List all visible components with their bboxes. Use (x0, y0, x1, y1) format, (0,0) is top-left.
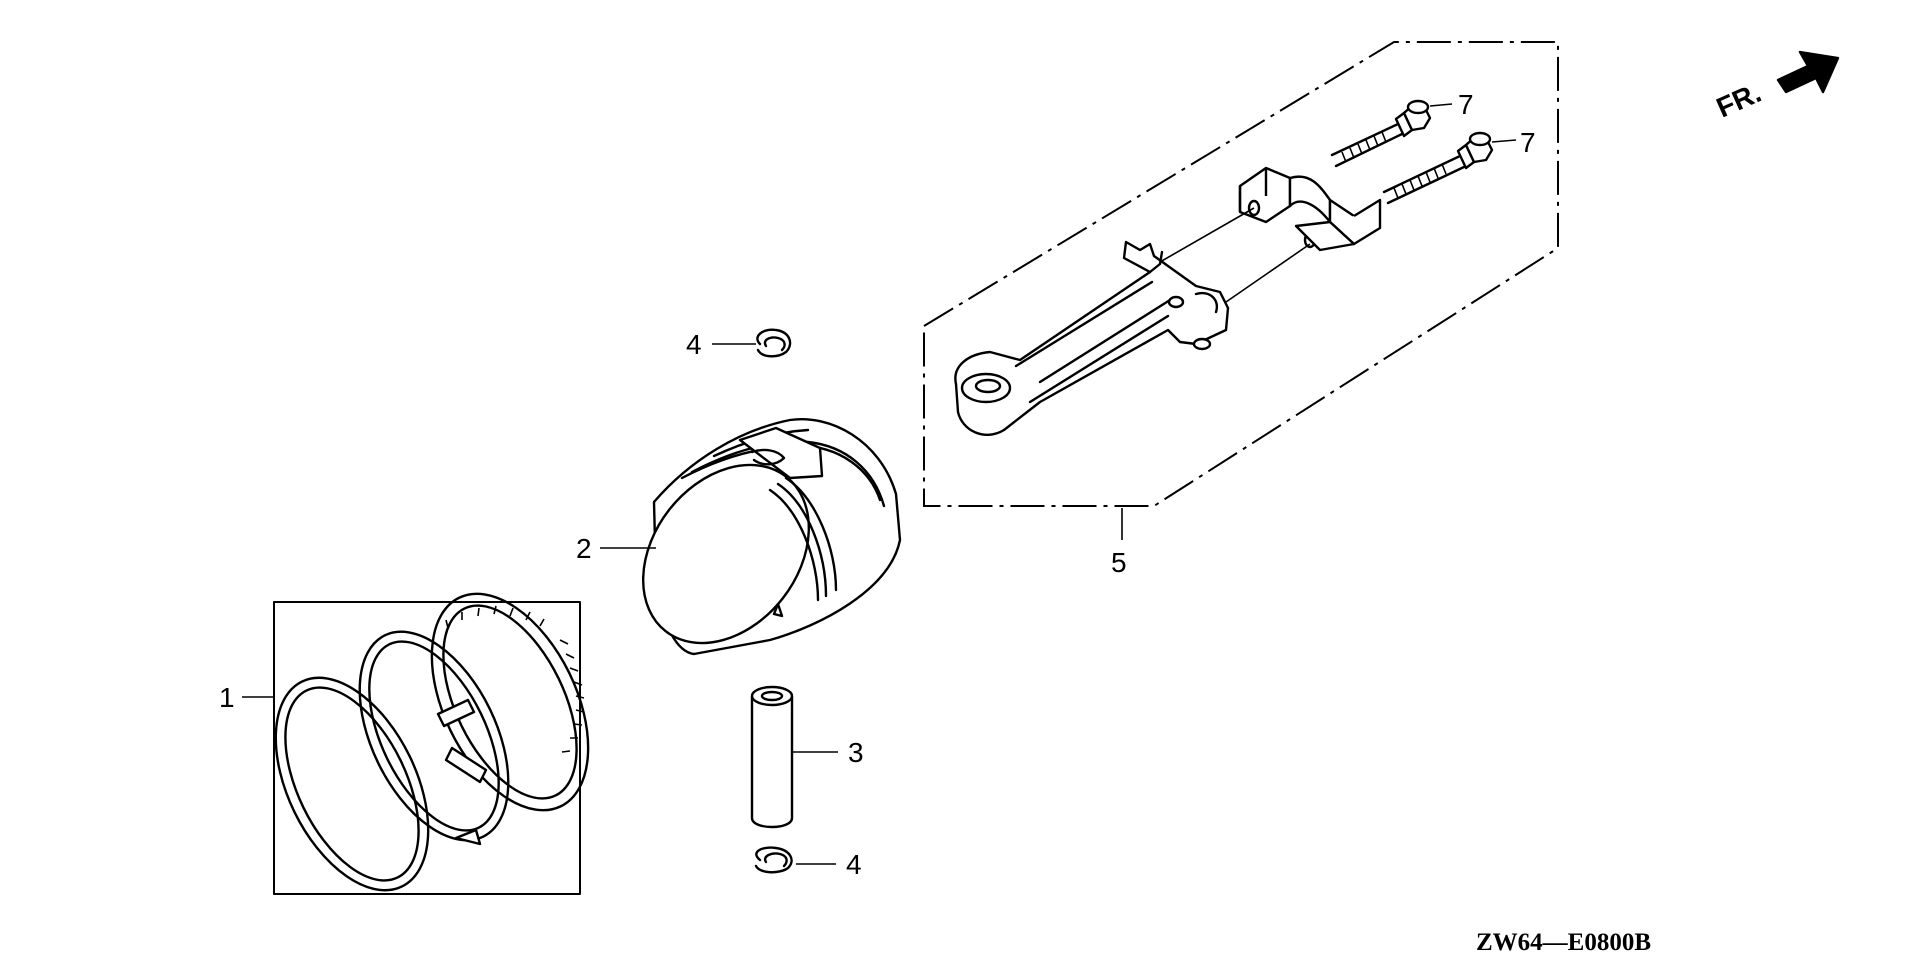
connecting-rod-assembly (923, 41, 1559, 540)
front-direction-marker: FR. (1712, 50, 1840, 124)
piston-pin (750, 685, 794, 829)
callout-4-lower: 4 (846, 849, 862, 880)
callout-3: 3 (848, 737, 864, 768)
piston (641, 417, 902, 656)
callout-4-upper: 4 (686, 329, 702, 360)
callout-1: 1 (219, 682, 235, 713)
bolt-upper (1330, 99, 1432, 168)
ring-set-outline (273, 601, 581, 895)
callout-7-upper: 7 (1458, 89, 1474, 120)
callout-2: 2 (576, 533, 592, 564)
bolt-lower (1382, 131, 1494, 205)
front-marker-label: FR. (1712, 77, 1766, 124)
drawing-code: ZW64—E0800B (1476, 929, 1651, 956)
callout-7-lower: 7 (1520, 127, 1536, 158)
rod-cap (1238, 166, 1382, 252)
piston-ring-set (273, 592, 590, 895)
clip-lower (754, 846, 793, 874)
clip-upper (756, 328, 792, 358)
front-arrow-icon (1776, 50, 1840, 94)
callout-5: 5 (1111, 547, 1127, 578)
piston-direction-mark-icon (772, 602, 784, 618)
connecting-rod-group-outline (923, 41, 1559, 507)
connecting-rod (954, 240, 1230, 436)
